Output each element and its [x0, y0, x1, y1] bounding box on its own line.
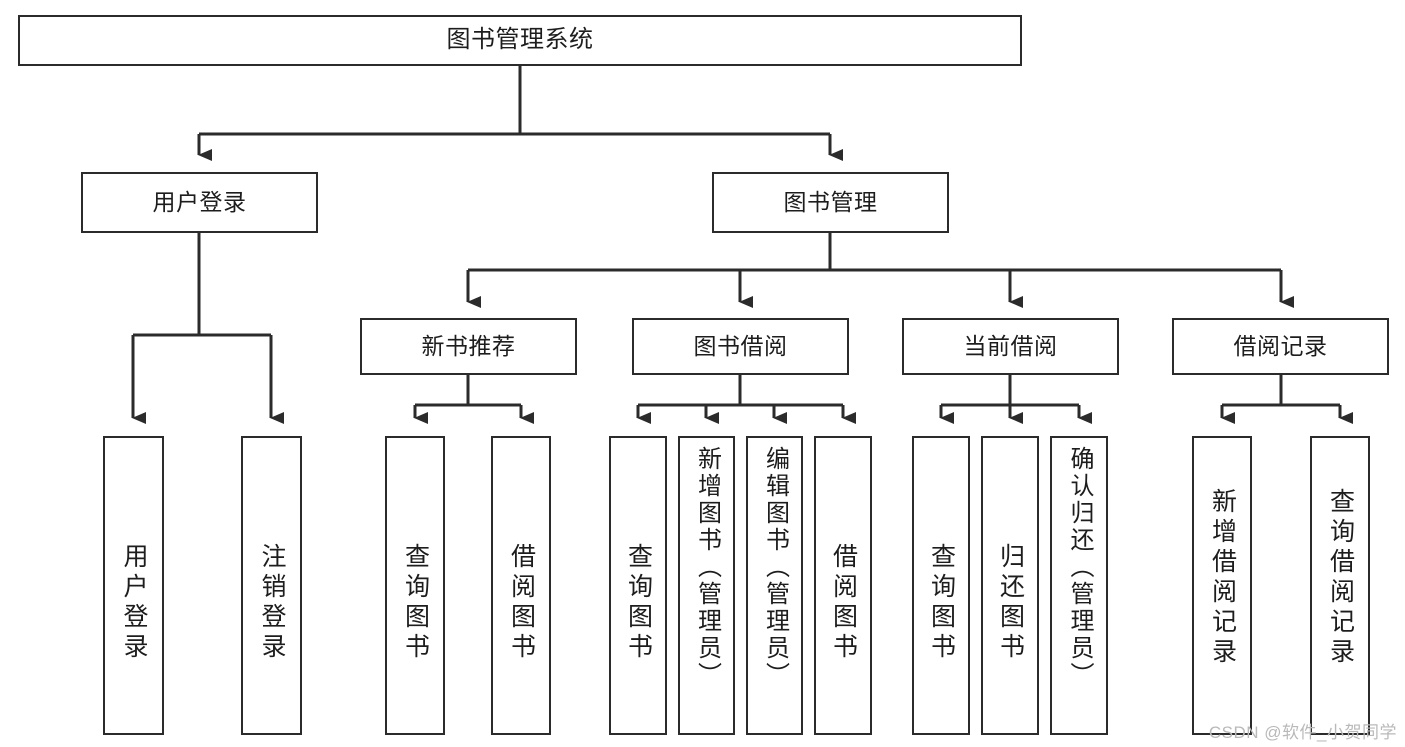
- node-borrow-record-label: 借阅记录: [1233, 332, 1328, 359]
- node-new-book-rec[interactable]: 新书推荐: [360, 318, 577, 375]
- node-root[interactable]: 图书管理系统: [18, 15, 1022, 66]
- leaf-borrow-book-1[interactable]: 借阅图书: [491, 436, 551, 735]
- leaf-confirm-return[interactable]: 确认归还（管理员）: [1050, 436, 1108, 735]
- leaf-query-record[interactable]: 查询借阅记录: [1310, 436, 1370, 735]
- node-root-label: 图书管理系统: [446, 26, 594, 54]
- leaf-add-book[interactable]: 新增图书（管理员）: [678, 436, 735, 735]
- leaf-return-book[interactable]: 归还图书: [981, 436, 1039, 735]
- node-book-manage-label: 图书管理: [783, 188, 878, 215]
- node-user-login-label: 用户登录: [152, 188, 247, 215]
- leaf-add-book-label: 新增图书（管理员）: [693, 446, 721, 689]
- leaf-query-book-3-label: 查询图书: [927, 543, 956, 663]
- node-current-borrow-label: 当前借阅: [963, 332, 1058, 359]
- leaf-edit-book-label: 编辑图书（管理员）: [761, 446, 789, 689]
- node-book-borrow-label: 图书借阅: [693, 332, 788, 359]
- leaf-user-logout[interactable]: 注销登录: [241, 436, 302, 735]
- node-book-borrow[interactable]: 图书借阅: [632, 318, 849, 375]
- node-borrow-record[interactable]: 借阅记录: [1172, 318, 1389, 375]
- leaf-user-logout-label: 注销登录: [258, 543, 286, 663]
- leaf-query-book-1-label: 查询图书: [401, 543, 430, 663]
- leaf-query-book-2-label: 查询图书: [624, 543, 653, 663]
- node-new-book-rec-label: 新书推荐: [421, 332, 516, 359]
- leaf-borrow-book-1-label: 借阅图书: [507, 543, 536, 663]
- leaf-query-book-1[interactable]: 查询图书: [385, 436, 445, 735]
- csdn-watermark: CSDN @软件_小贺同学: [1208, 723, 1397, 742]
- node-current-borrow[interactable]: 当前借阅: [902, 318, 1119, 375]
- leaf-borrow-book-2-label: 借阅图书: [829, 543, 858, 663]
- leaf-confirm-return-label: 确认归还（管理员）: [1066, 446, 1093, 689]
- leaf-query-book-2[interactable]: 查询图书: [609, 436, 667, 735]
- leaf-return-book-label: 归还图书: [996, 543, 1025, 663]
- leaf-borrow-book-2[interactable]: 借阅图书: [814, 436, 872, 735]
- leaf-query-book-3[interactable]: 查询图书: [912, 436, 970, 735]
- node-user-login[interactable]: 用户登录: [81, 172, 318, 233]
- leaf-edit-book[interactable]: 编辑图书（管理员）: [746, 436, 803, 735]
- leaf-add-record[interactable]: 新增借阅记录: [1192, 436, 1252, 735]
- leaf-query-record-label: 查询借阅记录: [1326, 488, 1355, 668]
- leaf-user-login[interactable]: 用户登录: [103, 436, 164, 735]
- leaf-user-login-label: 用户登录: [120, 543, 148, 663]
- node-book-manage[interactable]: 图书管理: [712, 172, 949, 233]
- leaf-add-record-label: 新增借阅记录: [1208, 488, 1237, 668]
